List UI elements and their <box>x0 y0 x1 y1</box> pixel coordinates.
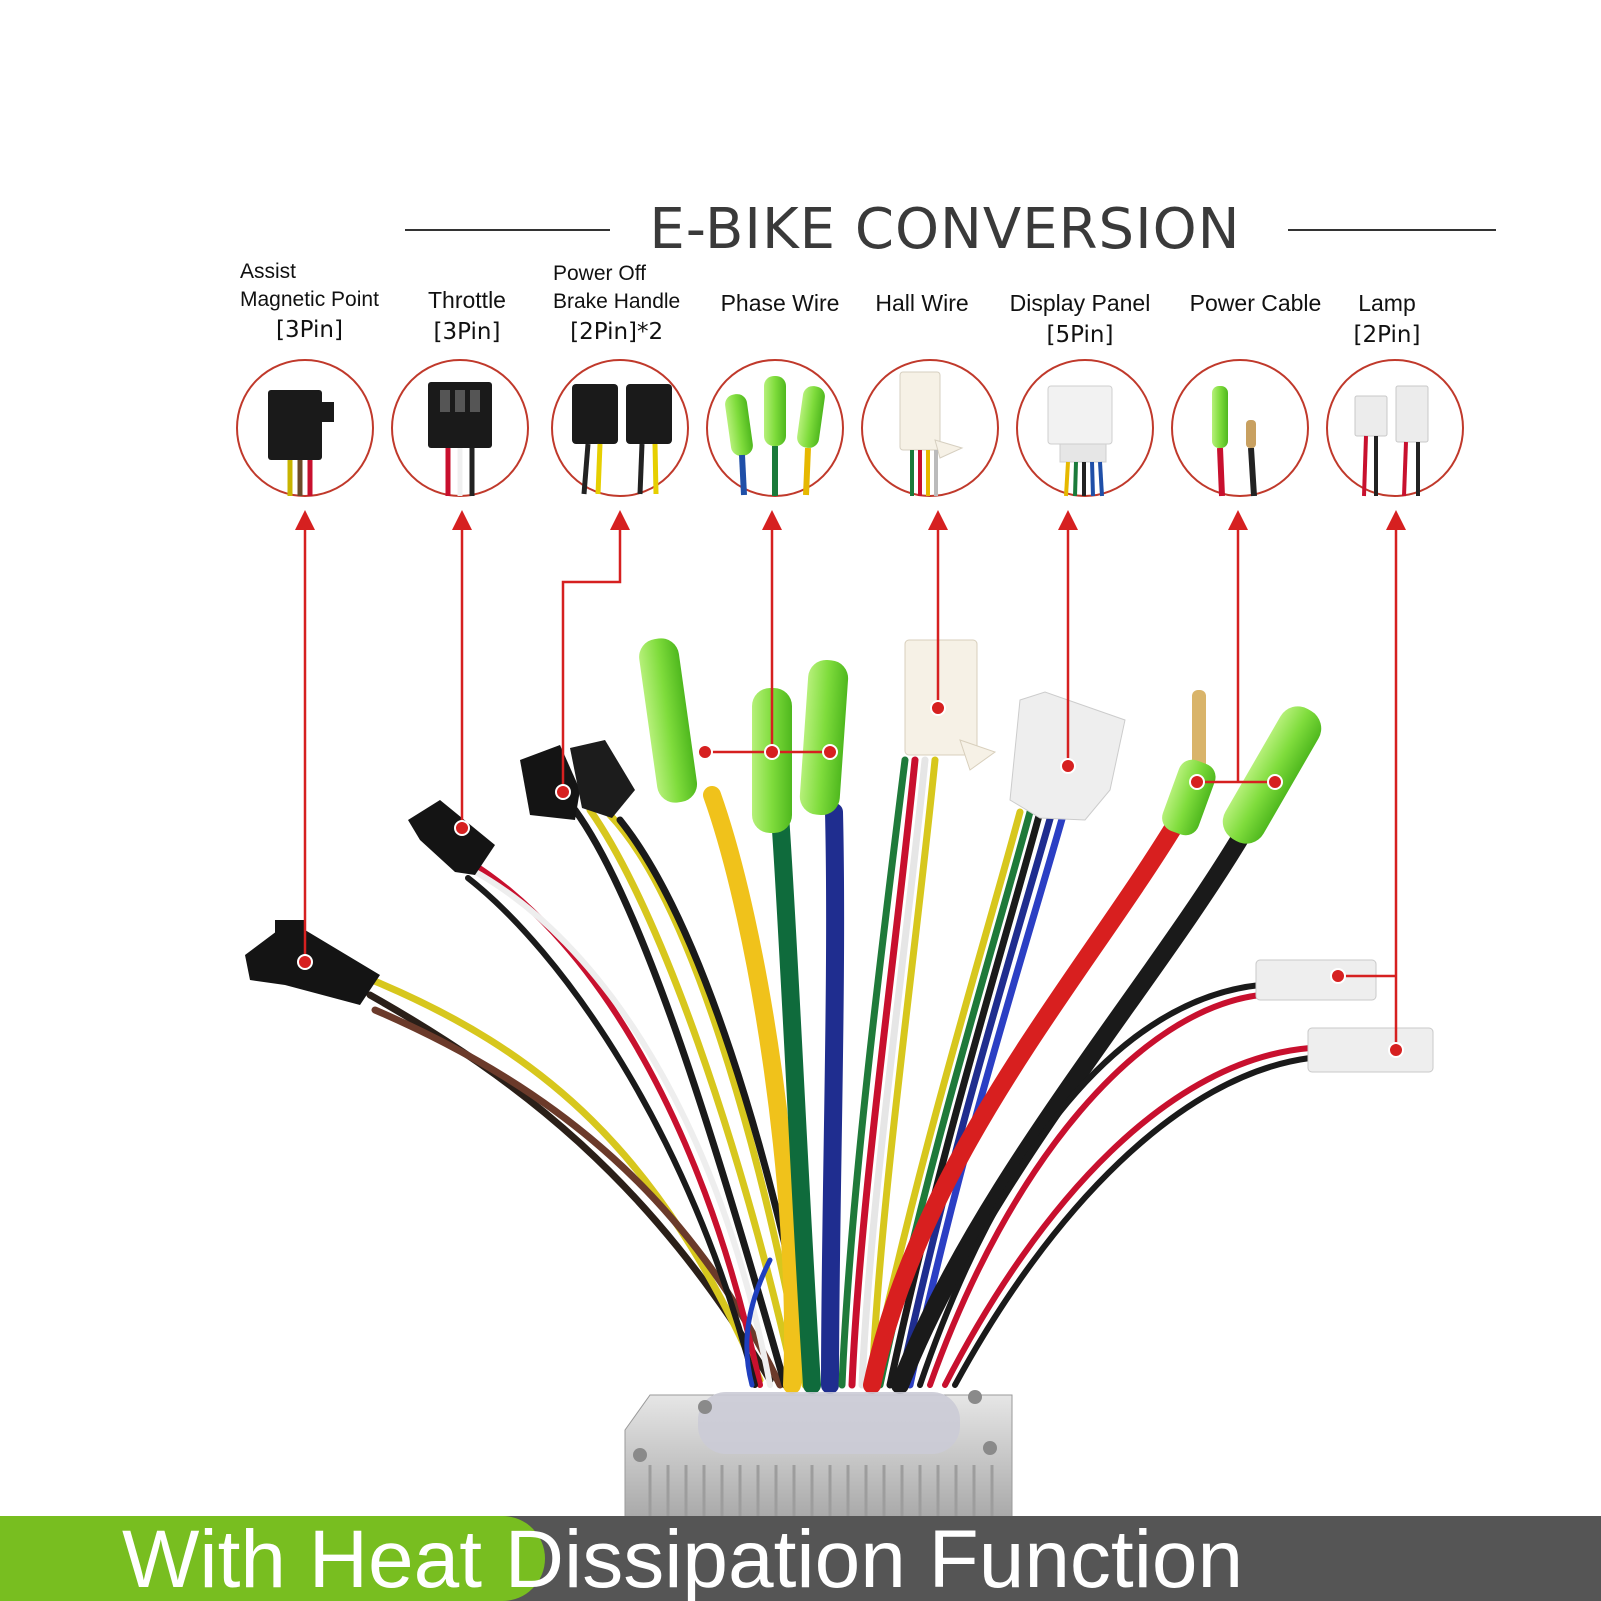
connector-lamp <box>1255 959 1434 1073</box>
thumb-phase-circle <box>706 359 844 497</box>
pin-count: [2Pin] <box>1353 322 1421 348</box>
footer-rest-text: Dissipation Function <box>482 1516 1244 1601</box>
footer-text: With Heat Dissipation Function <box>122 1516 1243 1601</box>
thumb-display-circle <box>1016 359 1154 497</box>
wire-bundle <box>366 756 1313 1394</box>
footer-banner: With Heat Dissipation Function <box>0 1516 1601 1601</box>
connector-power <box>1162 690 1322 844</box>
connector-hall <box>904 639 997 771</box>
thumb-hall-circle <box>861 359 999 497</box>
thumb-throttle-circle <box>391 359 529 497</box>
thumb-power-circle <box>1171 359 1309 497</box>
pin-count: [2Pin]*2 <box>570 319 664 345</box>
pin-count: [5Pin] <box>1046 322 1114 348</box>
label-hall-wire: Hall Wire <box>875 290 969 316</box>
label-assist: Assist Magnetic Point [3Pin] <box>240 260 379 343</box>
title-banner: E-BIKE CONVERSION <box>0 195 1601 265</box>
footer-highlight-text: With Heat <box>122 1516 482 1601</box>
connector-phase-sleeves <box>639 638 849 833</box>
pin-count: [3Pin] <box>433 319 501 345</box>
thumb-assist-circle <box>236 359 374 497</box>
label-lamp: Lamp [2Pin] <box>1342 289 1432 349</box>
footer-highlight-pill <box>0 1516 545 1601</box>
pin-count: [3Pin] <box>276 317 343 343</box>
label-throttle: Throttle [3Pin] <box>412 286 522 346</box>
callout-dots <box>297 700 1404 1058</box>
title-rule-right <box>1288 229 1496 231</box>
connector-assist <box>245 920 380 1005</box>
callout-lines <box>295 510 1406 1050</box>
thumb-brake-circle <box>551 359 689 497</box>
controller-box <box>624 1390 1013 1521</box>
page-title: E-BIKE CONVERSION <box>649 197 1241 262</box>
title-rule-left <box>405 229 610 231</box>
connector-brake <box>520 740 635 820</box>
thumb-lamp-circle <box>1326 359 1464 497</box>
label-display-panel: Display Panel [5Pin] <box>995 289 1165 349</box>
label-brake: Power Off Brake Handle [2Pin]*2 <box>553 262 681 345</box>
connector-throttle <box>408 800 495 875</box>
label-phase-wire: Phase Wire <box>720 290 840 316</box>
label-power-cable: Power Cable <box>1189 290 1322 316</box>
